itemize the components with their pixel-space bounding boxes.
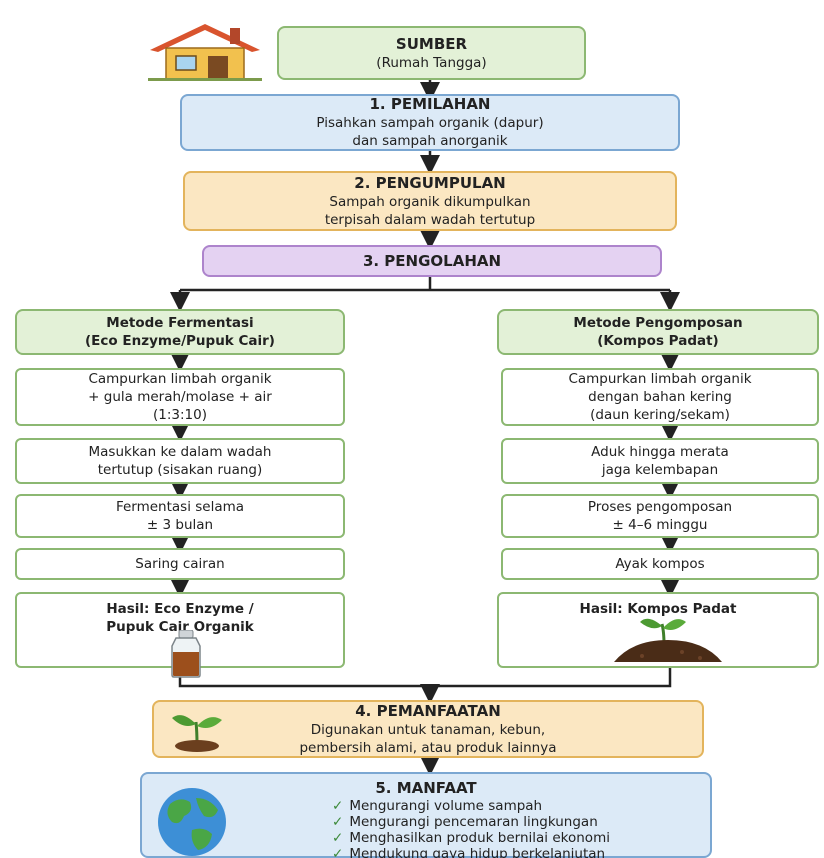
benefits-list: ✓ Mengurangi volume sampah ✓ Mengurangi pe… (332, 798, 610, 858)
benefit-item-text: Menghasilkan produk bernilai ekonomi (349, 830, 610, 846)
composting-title: Metode Pengomposan (573, 315, 743, 331)
benefit-item-text: Mengurangi pencemaran lingkungan (349, 814, 598, 830)
utilization-line2: pembersih alami, atau produk lainnya (299, 739, 557, 756)
fermentation-step-2-line1: Masukkan ke dalam wadah (88, 444, 272, 460)
collection-title: 2. PENGUMPULAN (354, 173, 506, 192)
fermentation-step-1-line2: + gula merah/molase + air (88, 389, 272, 405)
fermentation-method-box: Metode Fermentasi (Eco Enzyme/Pupuk Cair… (15, 309, 345, 355)
composting-subtitle: (Kompos Padat) (597, 333, 719, 349)
fermentation-step-3: Fermentasi selama ± 3 bulan (15, 494, 345, 538)
composting-result: Hasil: Kompos Padat (579, 601, 737, 617)
benefit-item-text: Mengurangi volume sampah (349, 798, 543, 814)
collection-line2: terpisah dalam wadah tertutup (324, 211, 536, 228)
composting-step-3-line2: ± 4–6 minggu (612, 517, 708, 533)
processing-title: 3. PENGOLAHAN (362, 251, 502, 270)
composting-step-1-line2: dengan bahan kering (588, 389, 732, 405)
fermentation-step-3-line2: ± 3 bulan (146, 517, 214, 533)
check-icon: ✓ (332, 798, 344, 814)
soil-sprout-icon (614, 618, 722, 662)
fermentation-step-2-line2: tertutup (sisakan ruang) (97, 462, 263, 478)
fermentation-result-line1: Hasil: Eco Enzyme / (106, 601, 254, 617)
fermentation-step-4: Saring cairan (15, 548, 345, 580)
sprout-icon (172, 715, 222, 752)
benefit-item: ✓ Mengurangi pencemaran lingkungan (332, 814, 610, 830)
fermentation-step-4-line1: Saring cairan (135, 556, 225, 572)
check-icon: ✓ (332, 830, 344, 846)
check-icon: ✓ (332, 846, 344, 858)
benefit-item: ✓ Menghasilkan produk bernilai ekonomi (332, 830, 610, 846)
fermentation-step-1-line1: Campurkan limbah organik (88, 371, 272, 387)
composting-step-2-line2: jaga kelembapan (601, 462, 719, 478)
sorting-line1: Pisahkan sampah organik (dapur) (316, 115, 544, 131)
composting-step-4-line1: Ayak kompos (615, 556, 705, 572)
benefits-box: 5. MANFAAT ✓ Mengurangi volume sampah ✓ Me… (140, 772, 712, 858)
composting-step-2: Aduk hingga merata jaga kelembapan (501, 438, 819, 484)
benefits-title: 5. MANFAAT (375, 779, 477, 797)
composting-step-1-line1: Campurkan limbah organik (568, 371, 752, 387)
fermentation-step-2: Masukkan ke dalam wadah tertutup (sisaka… (15, 438, 345, 484)
fermentation-result-line2: Pupuk Cair Organik (106, 619, 254, 635)
source-title: SUMBER (395, 34, 468, 53)
check-icon: ✓ (332, 814, 344, 830)
sorting-title: 1. PEMILAHAN (369, 95, 491, 113)
source-box: SUMBER (Rumah Tangga) (277, 26, 586, 80)
processing-box: 3. PENGOLAHAN (202, 245, 662, 277)
house-icon (148, 24, 262, 81)
fermentation-step-3-line1: Fermentasi selama (115, 499, 245, 515)
globe-icon (158, 788, 226, 856)
composting-step-1-line3: (daun kering/sekam) (590, 407, 730, 423)
source-subtitle: (Rumah Tangga) (376, 54, 487, 71)
composting-method-box: Metode Pengomposan (Kompos Padat) (497, 309, 819, 355)
composting-step-1: Campurkan limbah organik dengan bahan ke… (501, 368, 819, 426)
fermentation-step-1: Campurkan limbah organik + gula merah/mo… (15, 368, 345, 426)
utilization-title: 4. PEMANFAATAN (355, 701, 501, 720)
bottle-icon (171, 630, 201, 678)
benefit-item: ✓ Mengurangi volume sampah (332, 798, 610, 814)
fermentation-subtitle: (Eco Enzyme/Pupuk Cair) (85, 333, 275, 349)
fermentation-title: Metode Fermentasi (106, 315, 254, 331)
sorting-box: 1. PEMILAHAN Pisahkan sampah organik (da… (180, 94, 680, 151)
utilization-line1: Digunakan untuk tanaman, kebun, (310, 721, 546, 738)
sorting-line2: dan sampah anorganik (352, 133, 508, 149)
collection-box: 2. PENGUMPULAN Sampah organik dikumpulka… (183, 171, 677, 231)
benefit-item: ✓ Mendukung gaya hidup berkelanjutan (332, 846, 610, 858)
composting-step-3-line1: Proses pengomposan (587, 499, 733, 515)
composting-step-2-line1: Aduk hingga merata (591, 444, 729, 460)
utilization-box: 4. PEMANFAATAN Digunakan untuk tanaman, … (152, 700, 704, 758)
composting-step-4: Ayak kompos (501, 548, 819, 580)
composting-step-3: Proses pengomposan ± 4–6 minggu (501, 494, 819, 538)
benefit-item-text: Mendukung gaya hidup berkelanjutan (349, 846, 606, 858)
fermentation-step-1-line3: (1:3:10) (153, 407, 207, 423)
collection-line1: Sampah organik dikumpulkan (329, 193, 531, 210)
